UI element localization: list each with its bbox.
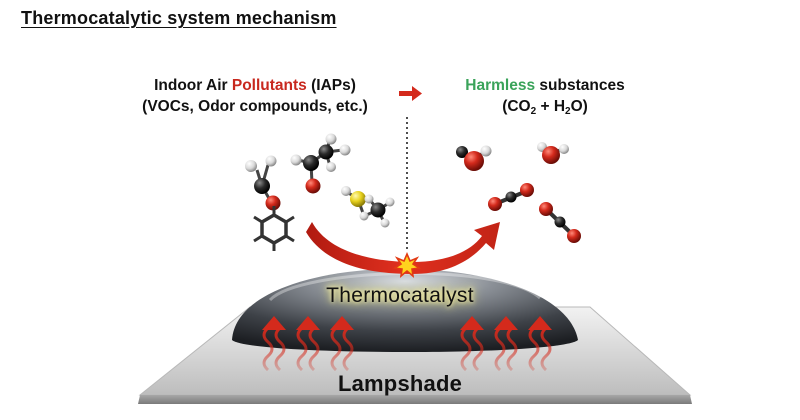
harmless-label-line1: Harmless substances bbox=[440, 75, 650, 96]
acetaldehyde-molecule-icon bbox=[290, 133, 351, 194]
conversion-arrow-icon bbox=[399, 86, 422, 101]
heat-arrows-left bbox=[262, 316, 354, 372]
harmless-label: Harmless substances (CO2 + H2O) bbox=[440, 75, 650, 122]
formula-sub-2b: 2 bbox=[565, 106, 571, 117]
harmless-label-line2: (CO2 + H2O) bbox=[440, 96, 650, 122]
thermocatalyst-label: Thermocatalyst bbox=[326, 284, 474, 307]
formula-co: (CO bbox=[502, 98, 531, 115]
benzene-molecule-icon bbox=[253, 206, 295, 251]
pollutants-prefix: Indoor Air bbox=[154, 77, 232, 94]
pollutants-word: Pollutants bbox=[231, 77, 307, 94]
water-molecule-icon bbox=[456, 145, 492, 171]
pollutants-label: Indoor Air Pollutants (IAPs) (VOCs, Odor… bbox=[110, 75, 400, 117]
formaldehyde-molecule-icon bbox=[245, 155, 281, 211]
reaction-spark-icon bbox=[392, 251, 422, 278]
water-molecule-icon-2 bbox=[537, 142, 569, 164]
pollutants-suffix: (IAPs) bbox=[306, 77, 356, 94]
reaction-curved-arrow bbox=[306, 222, 500, 274]
pollutants-label-line2: (VOCs, Odor compounds, etc.) bbox=[142, 98, 368, 115]
methanethiol-molecule-icon bbox=[341, 186, 395, 228]
pollutants-label-line1: Indoor Air Pollutants (IAPs) bbox=[110, 75, 400, 96]
harmless-word: Harmless bbox=[465, 77, 536, 94]
carbon-dioxide-molecule-icon bbox=[488, 183, 534, 211]
lampshade-label: Lampshade bbox=[337, 371, 463, 396]
carbon-dioxide-molecule-icon-2 bbox=[539, 202, 581, 243]
harmless-suffix: substances bbox=[535, 77, 625, 94]
heat-arrows-right bbox=[460, 316, 552, 372]
formula-plus-h: + H bbox=[536, 98, 566, 115]
formula-sub-2a: 2 bbox=[530, 106, 537, 117]
diagram-title: Thermocatalytic system mechanism bbox=[21, 8, 337, 28]
formula-o: O) bbox=[570, 98, 588, 115]
thermocatalyst-dome bbox=[232, 268, 578, 352]
